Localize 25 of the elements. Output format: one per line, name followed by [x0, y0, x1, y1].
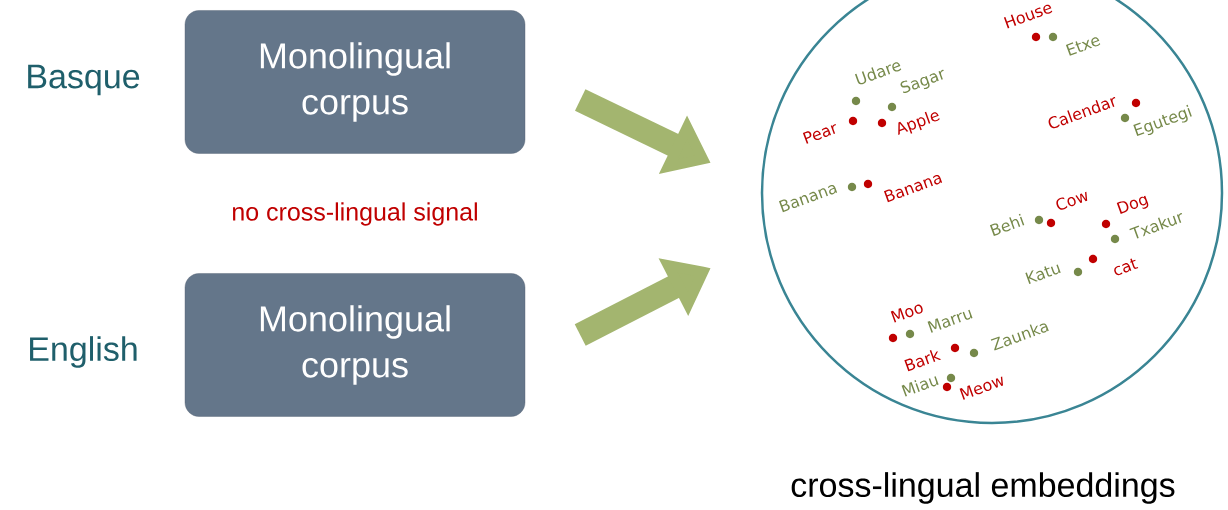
word-label: cat: [1114, 258, 1139, 276]
word-label: Apple: [898, 111, 940, 135]
word-label: Katu: [1025, 264, 1061, 285]
corpus-box: Monolingual corpus: [184, 10, 526, 154]
language-label: English: [30, 336, 137, 368]
word-label: Sagar: [900, 69, 944, 94]
word-label: Moo: [890, 304, 923, 323]
note: no cross-lingual signal: [233, 202, 477, 226]
language-label: Basque: [28, 64, 140, 96]
embedding-label: cross-lingual embeddings: [791, 472, 1175, 504]
word-label: Cow: [1056, 191, 1088, 210]
word-label: Bark: [904, 350, 942, 372]
word-label: Marru: [927, 309, 973, 333]
word-label: Txakur: [1129, 212, 1183, 239]
word-label: Dog: [1116, 195, 1149, 214]
word-label: Behi: [989, 213, 1025, 237]
corpus-box: Monolingual corpus: [184, 273, 526, 417]
word-label: Udare: [854, 62, 902, 85]
word-label: Banana: [778, 185, 838, 213]
word-label: Pear: [802, 124, 837, 144]
word-label: Etxe: [1065, 37, 1101, 56]
word-label: House: [1003, 4, 1053, 29]
word-label: Miau: [901, 376, 939, 397]
word-label: Meow: [959, 376, 1004, 400]
word-label: Banana: [883, 175, 943, 203]
